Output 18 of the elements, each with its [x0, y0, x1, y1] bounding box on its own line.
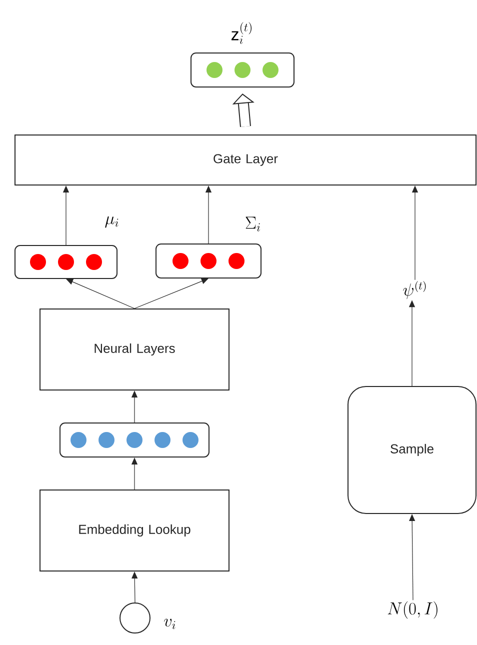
- layer-box: Neural Layers: [40, 308, 230, 390]
- input-circle: [120, 602, 150, 634]
- symbol-label: $\Sigma_i$: [246, 216, 260, 232]
- vector-box: [156, 244, 262, 278]
- vector-box: [60, 422, 210, 458]
- symbol-label: $v_i$: [164, 618, 176, 630]
- arrow: [132, 572, 138, 603]
- arrow: [66, 278, 135, 309]
- layer-box: Gate Layer: [14, 134, 476, 186]
- vector-box: [190, 52, 294, 88]
- symbol-label: $N(0,I)$: [388, 601, 438, 619]
- symbol-label: $\mathrm{z}_i^{(t)}$: [232, 22, 252, 44]
- layer-box: Embedding Lookup: [40, 490, 230, 572]
- symbol-label: $\psi^{(t)}$: [403, 281, 426, 300]
- symbol-label: $\mu_i$: [105, 216, 118, 228]
- process-box: Sample: [348, 386, 476, 514]
- arrow: [134, 278, 208, 309]
- vector-box: [14, 245, 118, 279]
